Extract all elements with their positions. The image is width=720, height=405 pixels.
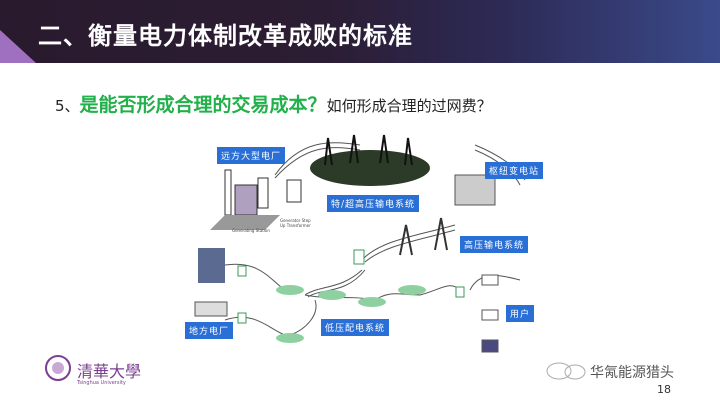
label-hub-substation: 枢纽变电站: [485, 162, 544, 179]
local-plant-icon: [194, 301, 228, 317]
label-uhv: 特/超高压输电系统: [327, 195, 420, 212]
slide-title: 二、衡量电力体制改革成败的标准: [38, 22, 413, 50]
consumer-buildings: [481, 274, 499, 353]
label-hv: 高压输电系统: [460, 236, 529, 253]
page-number: 18: [657, 383, 671, 396]
question-line: 5、是能否形成合理的交易成本？如何形成合理的过网费？: [55, 90, 492, 117]
step-up-transformer-icon: [286, 179, 302, 203]
wind-farm-image: [198, 248, 225, 283]
question-rest: 如何形成合理的过网费？: [326, 97, 492, 115]
question-highlight: 是能否形成合理的交易成本？: [79, 94, 327, 116]
label-local-plant: 地方电厂: [185, 322, 234, 339]
logo-english-name: Tsinghua University: [77, 380, 126, 386]
header-accent-triangle: [0, 30, 36, 63]
slide-header: 二、衡量电力体制改革成败的标准: [0, 0, 720, 63]
label-remote-plant: 远方大型电厂: [217, 147, 286, 164]
logo-chinese-name: 清華大學: [77, 362, 142, 381]
power-grid-diagram: [194, 134, 526, 353]
hv-tower-icon: [399, 217, 448, 256]
label-step-up: Generator Step Up Transformer: [280, 218, 311, 228]
transformers: [237, 249, 465, 324]
label-user: 用户: [506, 305, 535, 322]
tsinghua-seal-logo: [45, 355, 71, 381]
uhv-landscape-icon: [310, 134, 430, 186]
hub-substation-icon: [454, 174, 496, 206]
distribution-towers: [276, 285, 426, 343]
watermark: 华氝能源猎头: [590, 365, 674, 381]
wechat-icon: [546, 362, 586, 380]
label-generating-station: Generating Station: [232, 228, 270, 233]
generating-station-icon: [210, 169, 280, 230]
question-number: 5、: [55, 97, 80, 115]
label-lv: 低压配电系统: [321, 319, 390, 336]
